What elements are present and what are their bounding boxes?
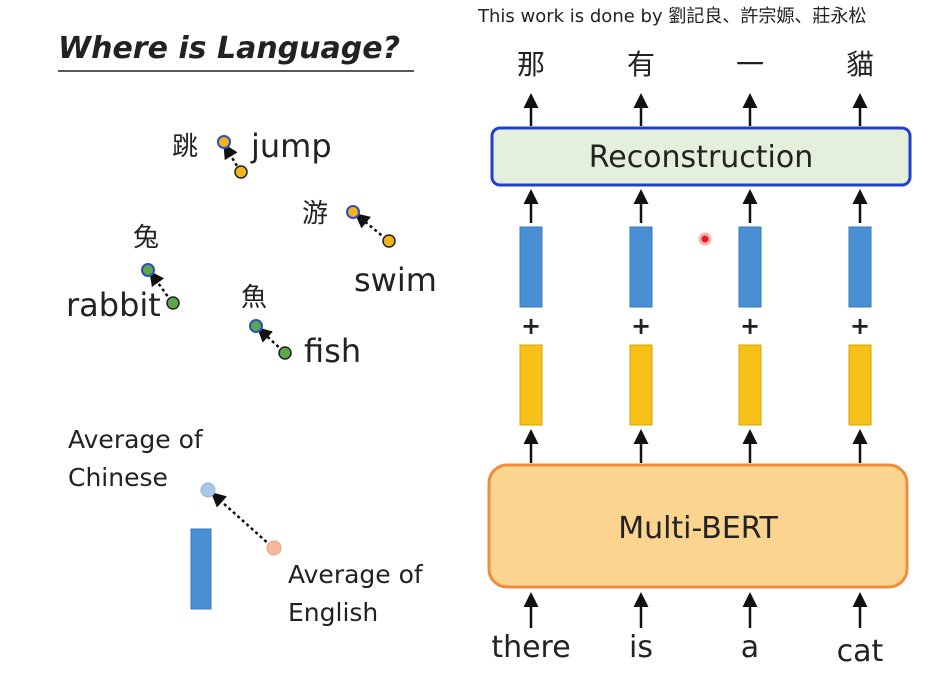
input-token-3: cat (837, 634, 884, 669)
input-tokens: there is a cat (491, 630, 883, 669)
point-zh-fish (249, 319, 263, 333)
output-tokens: 那 有 一 貓 (517, 48, 874, 81)
plus-signs: + + + + (521, 312, 870, 340)
arrows-to-output (523, 93, 868, 126)
output-token-0: 那 (517, 48, 545, 81)
label-en-rabbit: rabbit (66, 286, 161, 324)
input-token-2: a (741, 630, 759, 665)
output-token-2: 一 (736, 48, 764, 81)
laser-pointer-dot (698, 232, 712, 246)
yellow-bar-0 (519, 344, 543, 426)
label-zh-swim: 游 (302, 199, 328, 229)
point-en-rabbit (166, 296, 180, 310)
plus-2: + (740, 312, 760, 340)
pair-fish: 魚 fish (241, 283, 361, 370)
point-en-fish (278, 346, 292, 360)
output-token-1: 有 (627, 48, 655, 81)
label-zh-rabbit: 兔 (133, 223, 159, 253)
yellow-bar-3 (848, 344, 872, 426)
yellow-bar-2 (738, 344, 762, 426)
avg-english-line2: English (288, 598, 378, 627)
blue-bar-0 (519, 226, 543, 308)
point-zh-rabbit (141, 263, 155, 277)
pair-jump: 跳 jump (172, 127, 332, 179)
blue-bar-1 (629, 226, 653, 308)
point-avg-chinese (200, 482, 216, 498)
pair-swim: 游 swim (302, 199, 437, 299)
arrows-to-embeddings (523, 429, 868, 463)
label-en-fish: fish (304, 332, 361, 370)
arrows-to-reconstruction (523, 189, 868, 223)
avg-english-line1: Average of (288, 560, 424, 589)
difference-vector-bar (190, 528, 212, 610)
reconstruction-box (490, 126, 912, 187)
yellow-bar-1 (629, 344, 653, 426)
multi-bert-box (487, 463, 909, 589)
point-zh-swim (346, 205, 360, 219)
point-avg-english (266, 540, 282, 556)
label-zh-fish: 魚 (241, 283, 267, 313)
plus-0: + (521, 312, 541, 340)
averages: Average of Chinese Average of English (68, 425, 424, 627)
blue-bar-2 (738, 226, 762, 308)
label-en-swim: swim (354, 261, 437, 299)
point-en-swim (382, 234, 396, 248)
plus-3: + (850, 312, 870, 340)
embedding-bars (519, 344, 872, 426)
point-zh-jump (217, 135, 231, 149)
label-en-jump: jump (250, 127, 332, 165)
input-token-1: is (629, 630, 653, 665)
pair-rabbit: 兔 rabbit (66, 223, 180, 324)
multi-bert-label: Multi-BERT (618, 511, 778, 546)
label-zh-jump: 跳 (172, 132, 198, 162)
point-en-jump (234, 165, 248, 179)
avg-chinese-line2: Chinese (68, 463, 168, 492)
reconstruction-label: Reconstruction (589, 140, 814, 175)
language-vector-bars (519, 226, 872, 308)
arrows-from-input (523, 592, 868, 628)
slide-title: Where is Language? (58, 31, 400, 66)
output-token-3: 貓 (846, 48, 874, 81)
credit-text: This work is done by 劉記良、許宗嫄、莊永松 (477, 6, 866, 27)
blue-bar-3 (848, 226, 872, 308)
avg-chinese-line1: Average of (68, 425, 204, 454)
plus-1: + (631, 312, 651, 340)
input-token-0: there (491, 630, 570, 665)
